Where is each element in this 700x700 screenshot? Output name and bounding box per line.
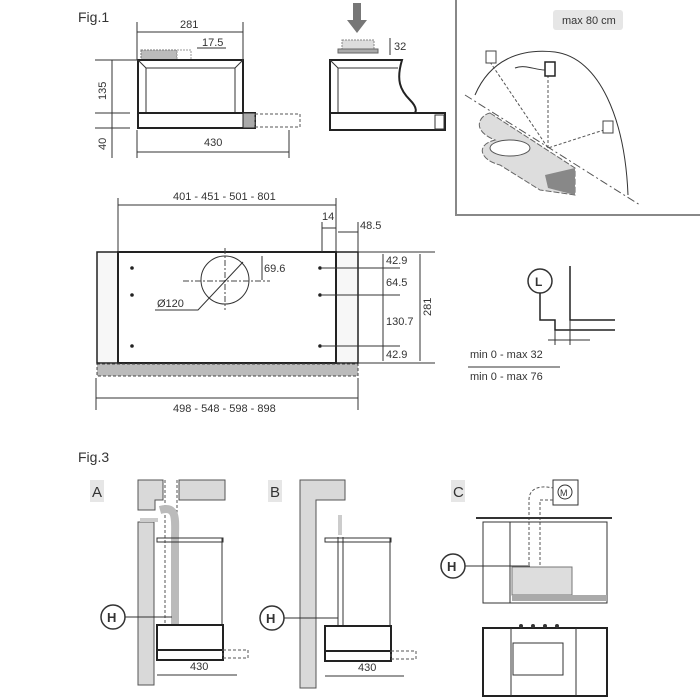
- dim-40: 40: [97, 138, 109, 150]
- dim-48-5: 48.5: [360, 220, 381, 232]
- dim-42-9-bottom: 42.9: [386, 349, 407, 361]
- front-view: 281 17.5 135 40 430: [95, 19, 301, 158]
- down-arrow-icon: [347, 3, 367, 33]
- panel-c-h-marker: H: [447, 559, 456, 574]
- panel-b-dim-430: 430: [358, 662, 376, 674]
- dim-32: 32: [394, 41, 406, 53]
- fig3-panel-c: C M H: [440, 479, 612, 697]
- min-max-32: min 0 - max 32: [470, 349, 543, 361]
- dim-outer-widths: 498 - 548 - 598 - 898: [173, 403, 276, 415]
- l-marker: L: [535, 275, 542, 289]
- dim-281: 281: [180, 19, 198, 31]
- plan-view: 69.6 Ø120 401 - 451 - 501 - 801 14 48.5 …: [95, 191, 435, 415]
- fig3-panel-b: B H 430: [259, 479, 417, 689]
- panel-b-label: B: [270, 484, 280, 501]
- fig3-title: Fig.3: [78, 449, 109, 465]
- dim-281-depth: 281: [422, 298, 434, 316]
- l-detail: L min 0 - max 32 min 0 - max 76: [468, 266, 615, 383]
- panel-a-h-marker: H: [107, 610, 116, 625]
- mounting-detail-panel: max 80 cm: [455, 0, 700, 216]
- panel-b-h-marker: H: [266, 611, 275, 626]
- dim-14: 14: [322, 211, 334, 223]
- dim-inner-widths: 401 - 451 - 501 - 801: [173, 191, 276, 203]
- dim-430: 430: [204, 137, 222, 149]
- dim-17-5: 17.5: [202, 37, 223, 49]
- panel-a-dim-430: 430: [190, 661, 208, 673]
- dim-42-9-top: 42.9: [386, 255, 407, 267]
- panel-c-label: C: [453, 484, 464, 501]
- dim-hole-diameter: Ø120: [157, 298, 184, 310]
- dim-135: 135: [97, 82, 109, 100]
- side-view: 32: [329, 3, 446, 131]
- panel-a-label: A: [92, 484, 102, 501]
- dim-130-7: 130.7: [386, 316, 414, 328]
- dim-64-5: 64.5: [386, 277, 407, 289]
- max-80cm-badge: max 80 cm: [562, 15, 616, 27]
- fig1-title: Fig.1: [78, 9, 109, 25]
- motor-label: M: [560, 488, 568, 498]
- dim-69-6: 69.6: [264, 263, 285, 275]
- mounting-holes: [130, 266, 322, 348]
- fig3-panel-a: A H 430: [90, 479, 249, 686]
- min-max-76: min 0 - max 76: [470, 371, 543, 383]
